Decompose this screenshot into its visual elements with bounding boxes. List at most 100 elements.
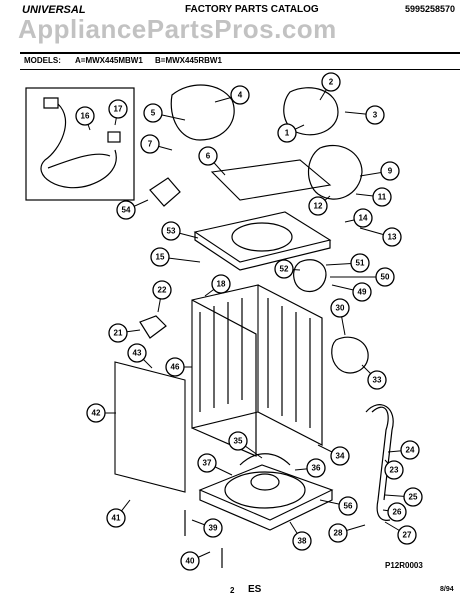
callout-number: 54 — [122, 206, 131, 215]
callout-46: 46 — [165, 357, 185, 377]
callout-bubble — [397, 525, 417, 545]
callout-number: 3 — [373, 111, 378, 120]
callout-bubble — [211, 274, 231, 294]
callout-bubble — [375, 267, 395, 287]
callout-number: 30 — [336, 304, 345, 313]
callout-9: 9 — [380, 161, 400, 181]
callout-bubble — [350, 253, 370, 273]
callout-6: 6 — [198, 146, 218, 166]
section-code: ES — [248, 584, 262, 595]
callout-number: 6 — [206, 152, 211, 161]
callout-4: 4 — [230, 85, 250, 105]
figure-id: P12R0003 — [385, 561, 423, 570]
cabinet-back-panel — [191, 284, 259, 429]
hinge-detail — [283, 87, 339, 136]
callout-bubble — [86, 403, 106, 423]
callout-number: 27 — [403, 531, 412, 540]
callout-bubble — [75, 106, 95, 126]
callout-bubble — [367, 370, 387, 390]
callout-number: 28 — [334, 529, 343, 538]
callout-38: 38 — [292, 531, 312, 551]
header-rule-top — [20, 52, 460, 54]
callout-number: 35 — [234, 437, 243, 446]
callout-number: 17 — [114, 105, 123, 114]
revision-date: 8/94 — [440, 586, 454, 593]
callout-bubble — [403, 487, 423, 507]
models-label: MODELS: — [24, 56, 61, 65]
callout-number: 39 — [209, 524, 218, 533]
callout-34: 34 — [330, 446, 350, 466]
callout-54: 54 — [116, 200, 136, 220]
callout-number: 46 — [171, 363, 180, 372]
callout-bubble — [197, 453, 217, 473]
callout-28: 28 — [328, 523, 348, 543]
callout-51: 51 — [350, 253, 370, 273]
callout-bubble — [116, 200, 136, 220]
callout-56: 56 — [338, 496, 358, 516]
callout-bubble — [330, 446, 350, 466]
callout-bubble — [140, 134, 160, 154]
callout-bubble — [380, 161, 400, 181]
callout-26: 26 — [387, 502, 407, 522]
power-cord-wire — [40, 103, 117, 189]
callout-bubble — [108, 99, 128, 119]
callout-33: 33 — [367, 370, 387, 390]
callout-36: 36 — [306, 458, 326, 478]
lid-switch-detail — [170, 84, 235, 141]
callout-number: 52 — [280, 265, 289, 274]
pump-part — [331, 336, 369, 374]
lid-panel — [210, 159, 332, 201]
callout-number: 15 — [156, 253, 165, 262]
page-number: 2 — [230, 586, 235, 595]
base-assembly — [198, 453, 334, 531]
callout-bubble — [330, 298, 350, 318]
callout-37: 37 — [197, 453, 217, 473]
callout-number: 25 — [409, 493, 418, 502]
callout-39: 39 — [203, 518, 223, 538]
callout-number: 5 — [151, 109, 156, 118]
callout-14: 14 — [353, 208, 373, 228]
callout-23: 23 — [384, 460, 404, 480]
power-cord-inset — [25, 87, 135, 201]
callout-bubble — [372, 187, 392, 207]
callout-number: 43 — [133, 349, 142, 358]
callout-number: 23 — [390, 466, 399, 475]
model-b: B=MWX445RBW1 — [155, 56, 222, 65]
callout-number: 37 — [203, 459, 212, 468]
callout-25: 25 — [403, 487, 423, 507]
callout-bubble — [321, 72, 341, 92]
callout-bubble — [161, 221, 181, 241]
callout-number: 1 — [285, 129, 290, 138]
callout-21: 21 — [108, 323, 128, 343]
callout-bubble — [365, 105, 385, 125]
callout-16: 16 — [75, 106, 95, 126]
callout-bubble — [352, 282, 372, 302]
callout-number: 50 — [381, 273, 390, 282]
callout-bubble — [308, 196, 328, 216]
callout-number: 16 — [81, 112, 90, 121]
callout-bubble — [387, 502, 407, 522]
callout-27: 27 — [397, 525, 417, 545]
drain-hose — [371, 406, 391, 521]
callout-number: 56 — [344, 502, 353, 511]
callout-number: 41 — [112, 514, 121, 523]
callout-number: 22 — [158, 286, 167, 295]
callout-bubble — [228, 431, 248, 451]
callout-30: 30 — [330, 298, 350, 318]
callout-bubble — [152, 280, 172, 300]
callout-number: 26 — [393, 508, 402, 517]
callout-13: 13 — [382, 227, 402, 247]
callout-number: 2 — [329, 78, 334, 87]
callout-number: 38 — [298, 537, 307, 546]
callout-bubble — [203, 518, 223, 538]
leveling-legs — [184, 510, 223, 568]
callout-bubble — [150, 247, 170, 267]
callout-bubble — [198, 146, 218, 166]
callout-number: 24 — [406, 446, 415, 455]
callout-5: 5 — [143, 103, 163, 123]
callout-bubble — [108, 323, 128, 343]
callout-bubble — [127, 343, 147, 363]
callout-17: 17 — [108, 99, 128, 119]
motor-clip-part — [293, 259, 327, 293]
